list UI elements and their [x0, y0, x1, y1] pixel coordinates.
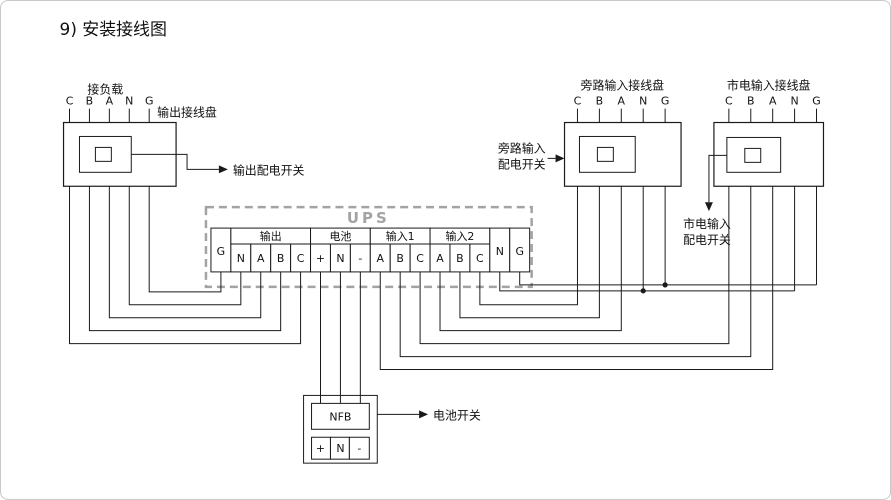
mains-board-label: 市电输入接线盘	[727, 78, 811, 93]
bypass-switch-label-line2: 配电开关	[498, 157, 546, 171]
callouts: 输出配电开关 旁路输入 配电开关 市电输入 配电开关 电池开关	[131, 140, 731, 422]
wire-output-a	[108, 108, 262, 319]
wire-mains-b	[399, 108, 752, 358]
load-label: 接负载	[87, 82, 123, 97]
wire-bypass-a	[439, 108, 622, 332]
nfb-label: NFB	[329, 410, 351, 423]
bypass-board-inner	[578, 135, 636, 173]
nfb-terminal-minus: -	[357, 442, 361, 455]
ups-terminal: A	[436, 252, 444, 265]
wire-mains-a	[379, 108, 774, 371]
output-terminal-board: 接负载 C B A N G 输出接线盘	[62, 82, 217, 187]
mains-switch-leader	[708, 154, 727, 203]
ups-terminal: B	[277, 252, 285, 265]
ups-group-output-label: 输出	[260, 229, 282, 243]
junction-dot-ground	[662, 282, 668, 288]
bypass-board-breaker	[596, 146, 614, 162]
output-terminal-g: G	[145, 95, 153, 108]
wire-ground-rail	[519, 271, 817, 286]
ups-group-input2-label: 输入2	[446, 229, 475, 243]
ups-terminal: B	[396, 252, 404, 265]
mains-switch-label-line1: 市电输入	[683, 216, 731, 231]
ups-terminal-g-right: G	[515, 245, 523, 258]
bypass-terminal-b: B	[596, 95, 604, 108]
bypass-switch-label-line1: 旁路输入	[498, 140, 546, 155]
mains-terminal-n: N	[791, 95, 799, 108]
mains-terminal-board: 市电输入接线盘 C B A N G	[713, 78, 825, 187]
ups-terminal: N	[237, 252, 245, 265]
mains-terminal-b: B	[747, 95, 755, 108]
ups-terminal: A	[257, 252, 265, 265]
junction-dot-neutral	[640, 288, 646, 294]
ups-terminal: C	[476, 252, 484, 265]
arrowhead-icon	[555, 154, 565, 163]
wire-output-g	[148, 108, 222, 293]
mains-switch-label-line2: 配电开关	[683, 233, 731, 247]
output-switch-leader	[131, 153, 219, 170]
mains-terminal-g: G	[812, 95, 820, 108]
ups-terminal: +	[316, 252, 325, 265]
arrowhead-icon	[419, 410, 429, 419]
ups-group-battery-label: 电池	[329, 230, 351, 243]
ups-terminal: A	[377, 252, 385, 265]
wire-bypass-b	[459, 108, 600, 319]
arrowhead-icon	[704, 202, 713, 212]
diagram-title: 9) 安装接线图	[60, 19, 167, 39]
wires	[69, 108, 818, 404]
wire-mains-c	[419, 108, 730, 345]
ups-cell-g-right	[509, 227, 531, 273]
output-terminal-a: A	[106, 95, 114, 108]
ups-label: UPS	[347, 209, 390, 227]
ups-terminal-n-right: N	[496, 245, 504, 258]
battery-switch-label: 电池开关	[433, 408, 481, 422]
bypass-terminal-g: G	[661, 95, 669, 108]
output-board-breaker	[94, 146, 112, 162]
output-terminal-n: N	[125, 95, 133, 108]
nfb-label-box	[311, 402, 370, 430]
bypass-terminal-c: C	[574, 95, 582, 108]
nfb-outer	[303, 394, 378, 464]
ups-terminal: C	[297, 252, 305, 265]
bypass-terminal-n: N	[639, 95, 647, 108]
arrowhead-icon	[218, 165, 228, 174]
nfb-cell-minus	[348, 436, 370, 460]
bypass-board-label: 旁路输入接线盘	[581, 78, 665, 93]
nfb-terminal-plus: +	[316, 442, 325, 455]
mains-terminal-c: C	[725, 95, 733, 108]
output-terminal-c: C	[66, 95, 74, 108]
nfb-battery-breaker: NFB + N -	[303, 394, 378, 464]
ups-terminal: C	[416, 252, 424, 265]
nfb-terminal-n: N	[336, 442, 344, 455]
bypass-terminal-board: 旁路输入接线盘 C B A N G	[563, 78, 682, 187]
output-switch-label: 输出配电开关	[233, 162, 305, 177]
mains-board-breaker	[744, 147, 762, 163]
wire-output-n	[128, 108, 242, 306]
ups-terminal-strip: 输出 电池 输入1 输入2 G N A B C + N - A B C A B …	[210, 227, 531, 273]
output-board-label: 输出接线盘	[157, 105, 217, 120]
ups-terminal: N	[336, 252, 344, 265]
bypass-terminal-a: A	[618, 95, 626, 108]
ups-terminal: B	[456, 252, 464, 265]
ups-terminal: -	[358, 252, 362, 265]
wire-output-c	[69, 108, 302, 345]
mains-terminal-a: A	[769, 95, 777, 108]
wire-output-b	[88, 108, 282, 332]
ups-dashed-enclosure	[204, 205, 533, 289]
output-terminal-b: B	[86, 95, 94, 108]
ups-group-input1-label: 输入1	[386, 229, 415, 243]
bypass-board-outer	[563, 121, 682, 187]
wire-bypass-c	[479, 108, 578, 306]
wire-neutral-rail	[499, 271, 795, 292]
mains-board-outer	[713, 121, 825, 187]
ups-terminal-g-left: G	[217, 245, 225, 258]
